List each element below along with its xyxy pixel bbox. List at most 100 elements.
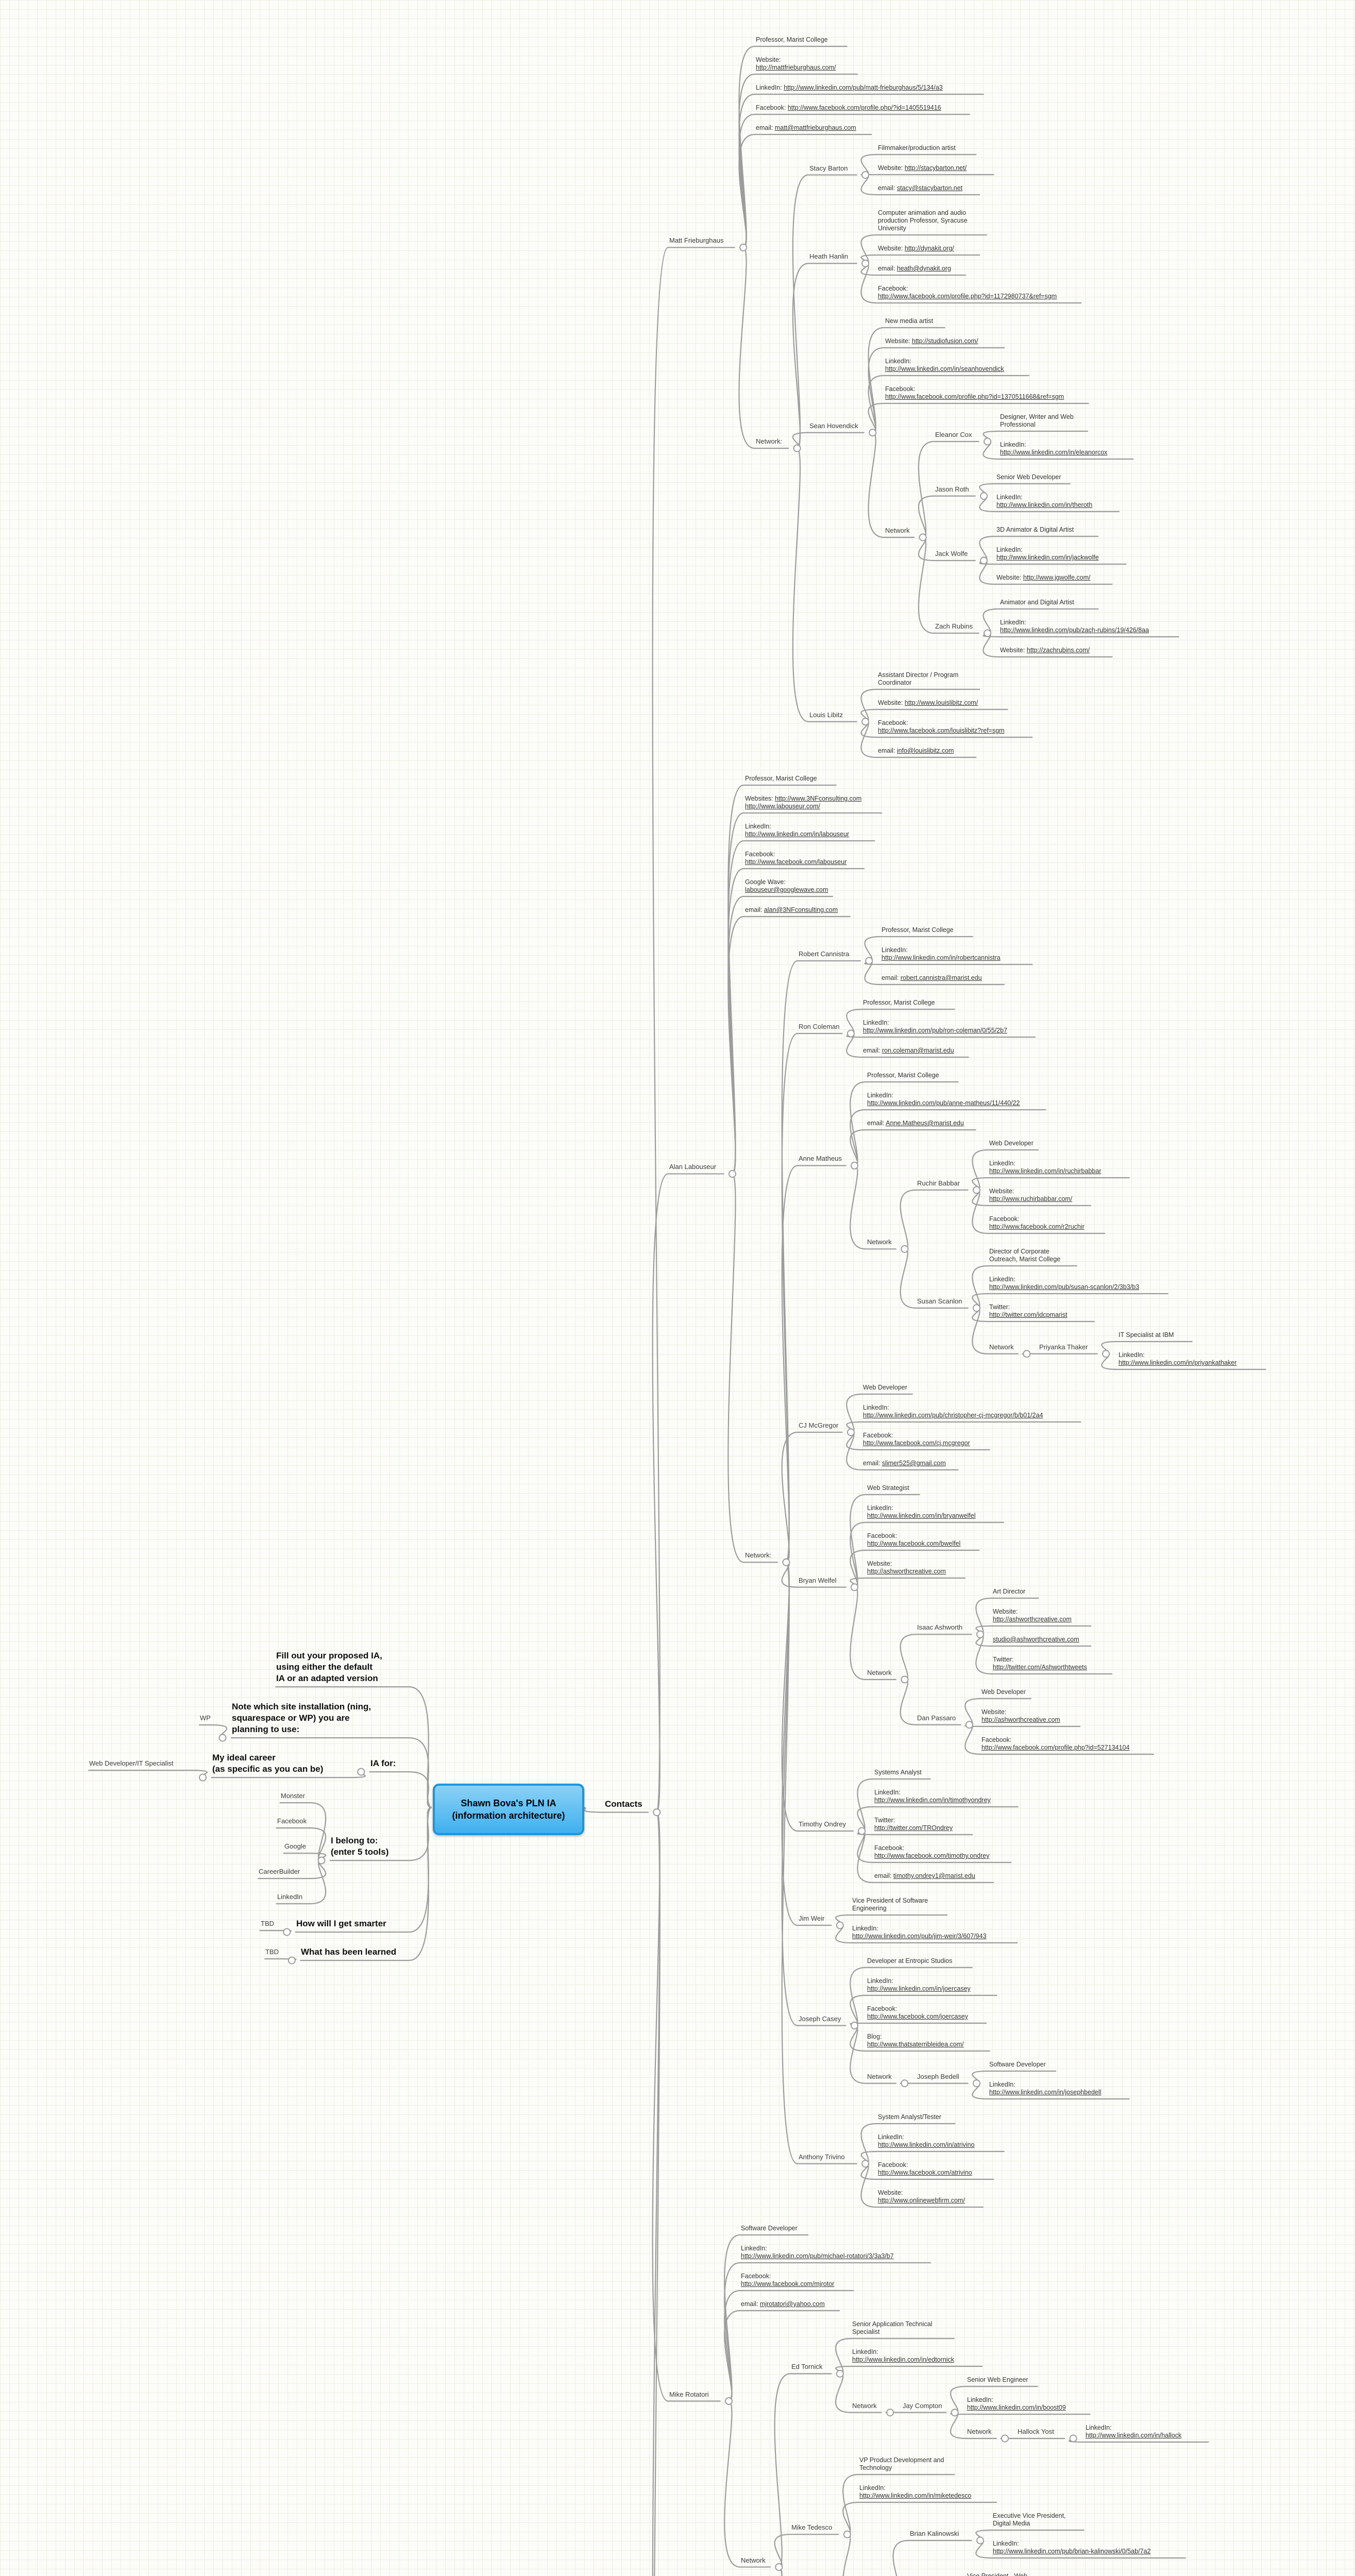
contact-topic[interactable]: Susan Scanlon [917, 1297, 968, 1306]
detail-topic[interactable]: LinkedIn:http://www.linkedin.com/pub/ann… [867, 1092, 1045, 1107]
note-topic[interactable]: How will I get smarter [296, 1918, 408, 1929]
detail-topic[interactable]: Website:http://mattfrieburghaus.com/ [756, 56, 857, 72]
detail-topic[interactable]: email: info@louislibitz.com [878, 747, 976, 755]
network-topic[interactable]: Network: [745, 1551, 777, 1560]
detail-topic[interactable]: LinkedIn:http://www.linkedin.com/in/jose… [989, 2081, 1129, 2096]
detail-topic[interactable]: Software Developer [741, 2225, 807, 2232]
detail-topic[interactable]: Website:http://www.ruchirbabbar.com/ [989, 1188, 1090, 1203]
detail-topic[interactable]: LinkedIn:http://www.linkedin.com/in/timo… [874, 1789, 1018, 1804]
detail-topic[interactable]: Animator and Digital Artist [1000, 599, 1098, 606]
detail-topic[interactable]: LinkedIn:http://www.linkedin.com/in/brya… [867, 1504, 1003, 1520]
detail-topic[interactable]: Website: http://www.jgwolfe.com/ [996, 574, 1112, 582]
detail-topic[interactable]: Website: http://stacybarton.net/ [878, 164, 993, 172]
detail-topic[interactable]: LinkedIn:http://www.linkedin.com/in/hall… [1086, 2424, 1208, 2439]
detail-topic[interactable]: Facebook:http://www.facebook.com/profile… [878, 285, 1081, 300]
note-topic[interactable]: Contacts [605, 1799, 648, 1810]
detail-topic[interactable]: System Analyst/Tester [878, 2113, 955, 2121]
contact-topic[interactable]: Ed Tornick [791, 2363, 831, 2371]
contact-topic[interactable]: Web Developer/IT Specialist [89, 1759, 190, 1768]
contact-topic[interactable]: WP [200, 1714, 211, 1722]
detail-topic[interactable]: LinkedIn:http://www.linkedin.com/pub/sus… [989, 1276, 1167, 1291]
detail-topic[interactable]: Website: http://dynakit.org/ [878, 245, 979, 252]
contact-topic[interactable]: TBD [265, 1948, 279, 1956]
detail-topic[interactable]: Blog:http://www.thatsaterribleidea.com/ [867, 2033, 989, 2048]
contact-topic[interactable]: Anne Matheus [799, 1155, 845, 1163]
contact-topic[interactable]: Isaac Ashworth [917, 1623, 971, 1632]
contact-topic[interactable]: TBD [261, 1920, 275, 1928]
contact-topic[interactable]: Monster [281, 1792, 309, 1800]
contact-topic[interactable]: Bryan Welfel [799, 1577, 845, 1585]
network-topic[interactable]: Network [741, 2556, 769, 2565]
detail-topic[interactable]: LinkedIn: http://www.linkedin.com/pub/ma… [756, 84, 983, 92]
detail-topic[interactable]: email: alan@3NFconsulting.com [745, 906, 850, 914]
detail-topic[interactable]: email: stacy@stacybarton.net [878, 184, 979, 192]
detail-topic[interactable]: Art Director [993, 1588, 1038, 1596]
network-topic[interactable]: Network [867, 2073, 895, 2081]
detail-topic[interactable]: Professor, Marist College [863, 999, 954, 1007]
detail-topic[interactable]: New media artist [885, 317, 944, 325]
detail-topic[interactable]: Professor, Marist College [745, 775, 836, 783]
detail-topic[interactable]: email: timothy.ondrey1@marist.edu [874, 1872, 993, 1880]
detail-topic[interactable]: Facebook:http://www.facebook.com/joercas… [867, 2005, 986, 2021]
detail-topic[interactable]: Senior Web Engineer [967, 2376, 1037, 2384]
detail-topic[interactable]: Website:http://www.onlinewebfirm.com/ [878, 2189, 983, 2205]
network-topic[interactable]: Network [885, 527, 913, 535]
contact-topic[interactable]: Robert Cannistra [799, 950, 860, 958]
detail-topic[interactable]: Professor, Marist College [882, 926, 972, 934]
contact-topic[interactable]: Ron Coleman [799, 1023, 842, 1031]
detail-topic[interactable]: Systems Analyst [874, 1769, 930, 1776]
note-topic[interactable]: IA for: [370, 1758, 408, 1769]
detail-topic[interactable]: Website:http://ashworthcreative.com [993, 1608, 1091, 1623]
detail-topic[interactable]: LinkedIn:http://www.linkedin.com/in/robe… [882, 946, 1032, 962]
contact-topic[interactable]: CJ McGregor [799, 1421, 842, 1430]
detail-topic[interactable]: Website: http://zachrubins.com/ [1000, 647, 1112, 654]
detail-topic[interactable]: LinkedIn:http://www.linkedin.com/pub/chr… [863, 1404, 1080, 1419]
detail-topic[interactable]: LinkedIn:http://www.linkedin.com/in/jack… [996, 546, 1126, 562]
detail-topic[interactable]: LinkedIn:http://www.linkedin.com/pub/mic… [741, 2245, 929, 2260]
detail-topic[interactable]: Facebook:http://www.facebook.com/profile… [885, 385, 1088, 401]
detail-topic[interactable]: Twitter:http://twitter.com/Ashworthtweet… [993, 1656, 1111, 1671]
detail-topic[interactable]: LinkedIn:http://www.linkedin.com/pub/jim… [852, 1925, 1017, 1940]
detail-topic[interactable]: Facebook:http://www.facebook.com/labouse… [745, 851, 863, 866]
detail-topic[interactable]: email: robert.cannistra@marist.edu [882, 974, 1004, 982]
detail-topic[interactable]: Facebook:http://www.facebook.com/cj.mcgr… [863, 1432, 989, 1447]
contact-topic[interactable]: Dan Passaro [917, 1714, 960, 1722]
detail-topic[interactable]: LinkedIn:http://www.linkedin.com/in/elea… [1000, 441, 1133, 456]
detail-topic[interactable]: Website: http://studiofusion.com/ [885, 337, 1004, 345]
detail-topic[interactable]: Facebook:http://www.facebook.com/atrivin… [878, 2161, 993, 2177]
contact-topic[interactable]: Joseph Bedell [917, 2073, 968, 2081]
note-topic[interactable]: My ideal career(as specific as you can b… [212, 1752, 349, 1775]
contact-topic[interactable]: Jason Roth [935, 485, 975, 494]
detail-topic[interactable]: LinkedIn:http://www.linkedin.com/in/labo… [745, 823, 874, 838]
contact-topic[interactable]: Zach Rubins [935, 622, 978, 631]
detail-topic[interactable]: Filmmaker/production artist [878, 144, 976, 152]
contact-topic[interactable]: Louis Libitz [809, 711, 856, 719]
contact-topic[interactable]: Anthony Trivino [799, 2153, 856, 2161]
network-topic[interactable]: Network: [756, 437, 788, 446]
detail-topic[interactable]: LinkedIn:http://www.linkedin.com/pub/zac… [1000, 619, 1178, 634]
detail-topic[interactable]: Facebook:http://www.facebook.com/timothy… [874, 1844, 1010, 1860]
detail-topic[interactable]: LinkedIn:http://www.linkedin.com/in/edto… [852, 2348, 981, 2364]
detail-topic[interactable]: Professor, Marist College [756, 36, 846, 44]
detail-topic[interactable]: Google Wave:labouseur@googlewave.com [745, 878, 832, 894]
detail-topic[interactable]: 3D Animator & Digital Artist [996, 526, 1097, 534]
contact-topic[interactable]: Mike Rotatori [669, 2391, 720, 2399]
detail-topic[interactable]: email: heath@dynakit.org [878, 265, 965, 273]
detail-topic[interactable]: LinkedIn:http://www.linkedin.com/in/mike… [859, 2484, 995, 2500]
detail-topic[interactable]: Senior Web Developer [996, 473, 1070, 481]
detail-topic[interactable]: Twitter:http://twitter.com/TROndrey [874, 1817, 972, 1832]
detail-topic[interactable]: Facebook:http://www.facebook.com/r2ruchi… [989, 1215, 1105, 1231]
contact-topic[interactable]: Joseph Casey [799, 2015, 845, 2023]
detail-topic[interactable]: Website: http://www.louislibitz.com/ [878, 699, 1007, 707]
root-topic[interactable]: Shawn Bova's PLN IA(information architec… [433, 1784, 584, 1835]
detail-topic[interactable]: email: Anne.Matheus@marist.edu [867, 1120, 975, 1127]
detail-topic[interactable]: Web Developer [989, 1140, 1038, 1147]
contact-topic[interactable]: Sean Hovendick [809, 422, 863, 430]
contact-topic[interactable]: Jack Wolfe [935, 550, 975, 558]
detail-topic[interactable]: email: mjrotatori@yahoo.com [741, 2300, 839, 2308]
